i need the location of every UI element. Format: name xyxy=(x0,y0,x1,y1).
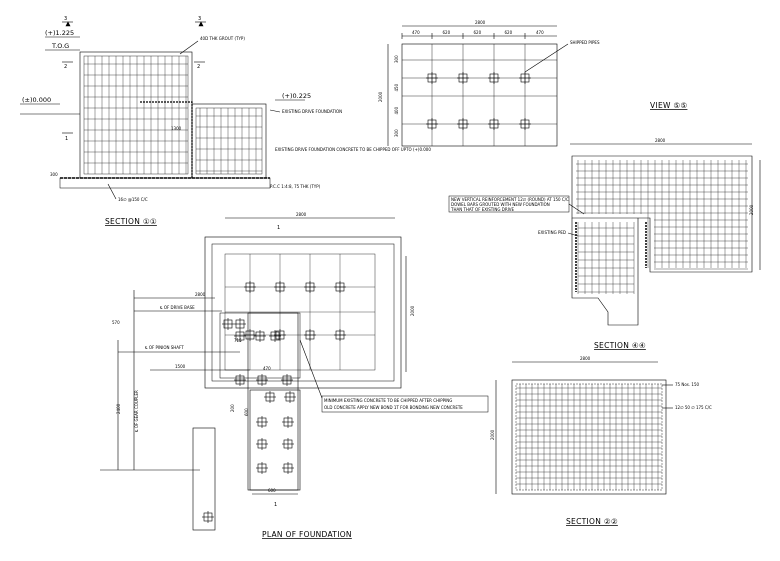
note-shipped-pipes: SHIPPED PIPES xyxy=(570,40,600,45)
section-1-1-title: SECTION ①① xyxy=(105,217,157,226)
section-2-2-title: SECTION ②② xyxy=(566,517,618,526)
level-step: (+)0.225 xyxy=(282,92,311,100)
view-top-dim: 470 xyxy=(412,30,420,35)
view-top-dim: 620 xyxy=(474,30,482,35)
s44-note1: NEW VERTICAL REINFORCEMENT 12∅ (ROUND) A… xyxy=(451,197,569,202)
dim-300: 300 xyxy=(50,172,58,177)
marker-3b: 3 xyxy=(198,16,201,22)
plan-marker-bottom: 1 xyxy=(274,502,277,508)
note-existing: EXISTING DRIVE FOUNDATION xyxy=(282,109,342,114)
plan-dim-c: 470 xyxy=(263,366,271,371)
plan-dim-f: 600 xyxy=(268,488,276,493)
plan-inner-dim: 2800 xyxy=(195,292,206,297)
view-side-dim: 450 xyxy=(394,83,399,91)
level-tog: T.O.G xyxy=(51,42,69,50)
plan-marker-top: 1 xyxy=(277,225,280,231)
note-conc: EXISTING DRIVE FOUNDATION CONCRETE TO BE… xyxy=(275,147,431,152)
s44-note2: DOWEL BARS GROUTED WITH NEW FOUNDATION xyxy=(451,202,550,207)
plan-title: PLAN OF FOUNDATION xyxy=(262,530,352,539)
view-side-dim: 300 xyxy=(394,129,399,137)
section-2-2: 2800 2000 75 Nos. 150 12∅ 50 ∅ 175 C/C S… xyxy=(490,356,712,526)
plan-dim-d: 2400 xyxy=(116,403,121,414)
view-side-total: 2000 xyxy=(378,91,383,102)
view-5-5: 2800 470 620 620 620 470 300 450 400 300 2000 S… xyxy=(378,20,687,147)
section-4-4: 2800 2000 NEW VERTICAL REINFORCEMENT 12∅… xyxy=(448,138,761,350)
plan-dim-g: 200 xyxy=(230,404,235,412)
s22-note-bars: 12∅ 50 ∅ 175 C/C xyxy=(675,405,712,410)
plan-dim-b: 1500 xyxy=(175,364,186,369)
view-overall-dim: 2800 xyxy=(475,20,486,25)
plan-dim-h: 715 xyxy=(234,338,242,343)
marker-2b: 2 xyxy=(197,64,200,70)
marker-2: 2 xyxy=(64,64,67,70)
view-5-5-title: VIEW ⑤⑤ xyxy=(650,101,687,110)
s44-note3: THAN THAT OF EXISTING DRIVE xyxy=(450,207,515,212)
plan-note-drive: ℄ OF DRIVE BASE xyxy=(160,305,195,310)
note-pcc: P.C.C 1:4:8, 75 THK (TYP) xyxy=(270,184,321,189)
view-side-dim: 400 xyxy=(394,106,399,114)
dim-1300: 1300 xyxy=(171,126,182,131)
plan-top-dim: 2800 xyxy=(296,212,307,217)
plan-dim-e: 600 xyxy=(244,408,249,416)
view-top-dim: 620 xyxy=(505,30,513,35)
note-grout: 40D THK GROUT (TYP) xyxy=(200,36,245,41)
view-side-dim: 300 xyxy=(394,55,399,63)
s22-width: 2800 xyxy=(580,356,591,361)
plan-side-dim: 2000 xyxy=(410,305,415,316)
s44-height: 2000 xyxy=(749,204,754,215)
view-top-dim: 470 xyxy=(536,30,544,35)
s22-note-cover: 75 Nos. 150 xyxy=(675,382,700,387)
s44-label: EXISTING PED xyxy=(538,230,566,235)
level-ground: (±)0.000 xyxy=(22,96,51,104)
section-4-4-title: SECTION ④④ xyxy=(594,341,646,350)
marker-1: 1 xyxy=(65,136,68,142)
plan-of-foundation: 2800 1 2000 2800 ℄ OF DRIVE BASE ℄ OF PI… xyxy=(100,212,489,539)
plan-note-pinion: ℄ OF PINION SHAFT xyxy=(145,345,184,350)
plan-note-gear: ℄ OF GEAR COUPLER xyxy=(134,390,139,432)
view-top-dim: 620 xyxy=(443,30,451,35)
plan-dim-a: 570 xyxy=(112,320,120,325)
s22-height: 2000 xyxy=(490,429,495,440)
section-1-1: 3 3 (+)1.225 T.O.G 2 2 (±)0.000 1 xyxy=(20,16,431,226)
plan-note-chipped: MINIMUM EXISTING CONCRETE TO BE CHIPPED … xyxy=(324,398,452,403)
s44-width: 2800 xyxy=(655,138,666,143)
note-bars: 16∅ @150 C/C xyxy=(118,197,148,202)
marker-3: 3 xyxy=(64,16,67,22)
plan-note-bond: OLD CONCRETE APPLY NEW BOND 1T FOR BONDI… xyxy=(324,405,463,410)
level-top: (+)1.225 xyxy=(45,29,74,37)
